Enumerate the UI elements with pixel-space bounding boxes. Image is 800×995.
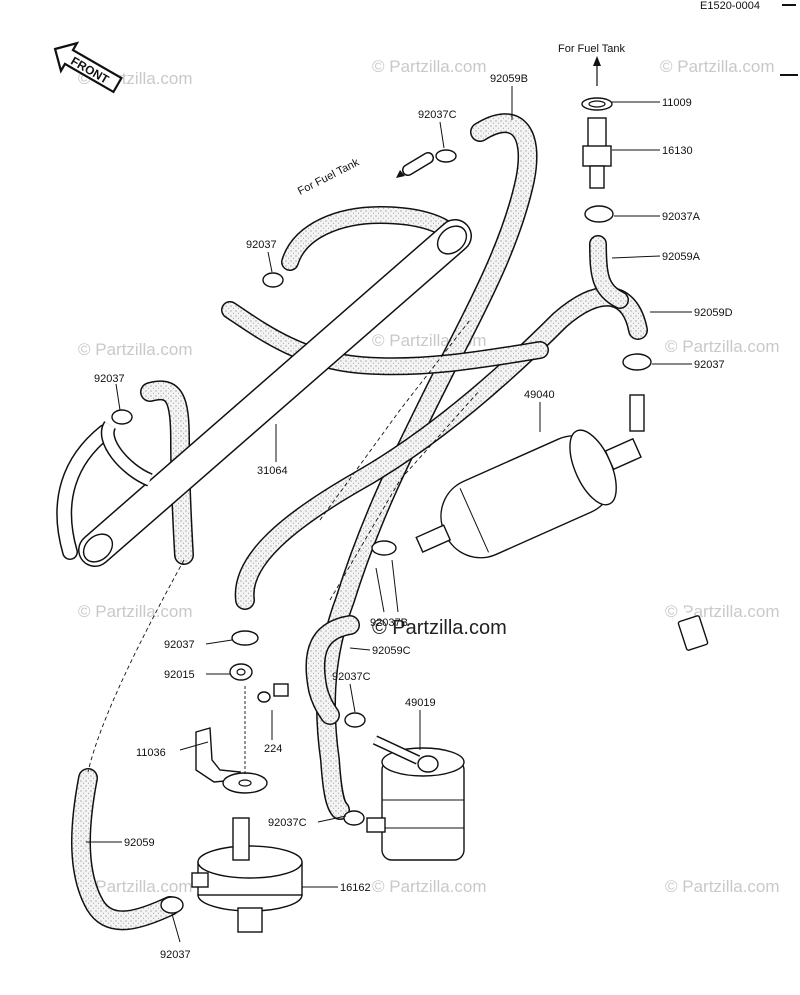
part-label: 92059	[124, 837, 155, 849]
pipe-31064	[56, 219, 472, 567]
fuel-cock-16130	[581, 56, 613, 189]
hoses	[71, 113, 648, 931]
watermark: © Partzilla.com	[372, 877, 487, 896]
part-label: 92037	[94, 373, 125, 385]
part-label: 92037C	[332, 671, 371, 683]
pump-outlet	[629, 394, 645, 432]
watermark: © Partzilla.com	[665, 602, 780, 621]
pump-wire-harness	[635, 459, 709, 651]
fuel-pump-49040	[415, 429, 642, 559]
watermark-group: © Partzilla.com © Partzilla.com © Partzi…	[78, 57, 780, 896]
bracket-assembly	[195, 683, 289, 794]
part-label: 92037A	[662, 211, 701, 223]
part-label: 92059D	[694, 307, 733, 319]
part-label: 31064	[257, 465, 288, 477]
pressure-regulator-16162	[191, 817, 303, 933]
part-label: 92015	[164, 669, 195, 681]
edge-mark	[780, 74, 798, 76]
part-label: 11036	[136, 747, 166, 759]
part-label: 92059C	[372, 645, 411, 657]
watermark: © Partzilla.com	[78, 340, 193, 359]
part-label: 92037	[694, 359, 725, 371]
part-label: 92037C	[418, 109, 457, 121]
watermark: © Partzilla.com	[665, 337, 780, 356]
diagram-code: E1520-0004	[700, 0, 760, 12]
part-label: 92059A	[662, 251, 701, 263]
part-label: 92059B	[490, 73, 528, 85]
part-label: 92037B	[370, 617, 408, 629]
corner-mark	[782, 4, 796, 6]
fuel-tank-annotation: For Fuel Tank	[296, 156, 362, 197]
front-arrow-icon: FRONT	[53, 41, 123, 94]
part-label: 49019	[405, 697, 436, 709]
fuel-filter-49019	[366, 735, 465, 861]
guide-lines	[87, 319, 481, 773]
watermark-center: © Partzilla.com	[372, 617, 507, 639]
part-label: 16162	[340, 882, 371, 894]
watermark: © Partzilla.com	[372, 57, 487, 76]
watermark: © Partzilla.com	[78, 602, 193, 621]
part-label: 92037C	[268, 817, 307, 829]
part-label: 92037	[164, 639, 195, 651]
part-callouts: 11009 16130 92037A 92059A 92059D 92037 4…	[86, 73, 733, 961]
part-label: 92037	[246, 239, 277, 251]
part-label: 92037	[160, 949, 191, 961]
watermark: © Partzilla.com	[665, 877, 780, 896]
watermark: © Partzilla.com	[78, 877, 193, 896]
clamps	[111, 149, 652, 914]
part-label: 49040	[524, 389, 555, 401]
fuel-tank-stub	[396, 152, 434, 178]
part-label: 16130	[662, 145, 693, 157]
part-label: 224	[264, 743, 282, 755]
fuel-tank-annotation: For Fuel Tank	[558, 43, 626, 55]
watermark: © Partzilla.com	[660, 57, 775, 76]
part-label: 11009	[662, 97, 692, 109]
